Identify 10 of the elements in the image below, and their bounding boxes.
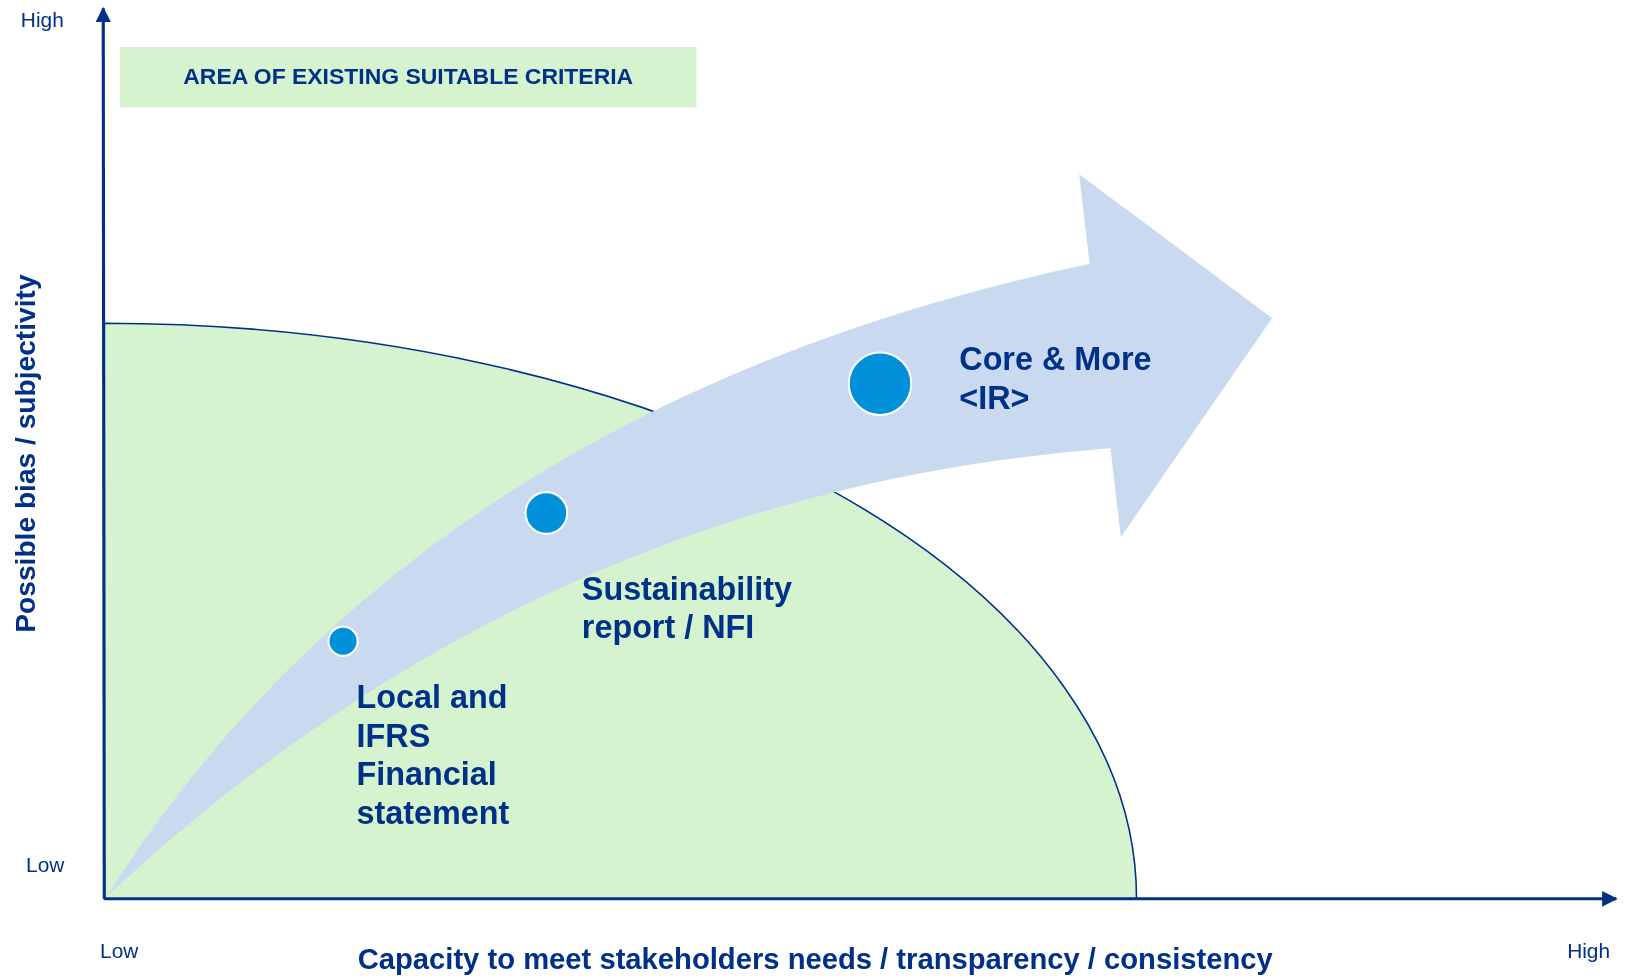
category-label: AREA OF EXISTING SUITABLE CRITERIA [119, 46, 697, 108]
point-label: Core & More <IR> [959, 339, 1153, 418]
axis-tick-label: High [20, 8, 64, 33]
axis-tick-label: Low [100, 939, 139, 964]
axis-tick-label: Low [26, 852, 65, 877]
axis-tick-label: High [1567, 939, 1611, 964]
point-label: Sustainability report / NFI [581, 569, 793, 647]
point-label: Local and IFRS Financial statement [356, 677, 511, 833]
axis-title: Capacity to meet stakeholders needs / transparency / consistency [357, 942, 1273, 976]
axis-title: Possible bias / subjectivity [9, 274, 43, 633]
